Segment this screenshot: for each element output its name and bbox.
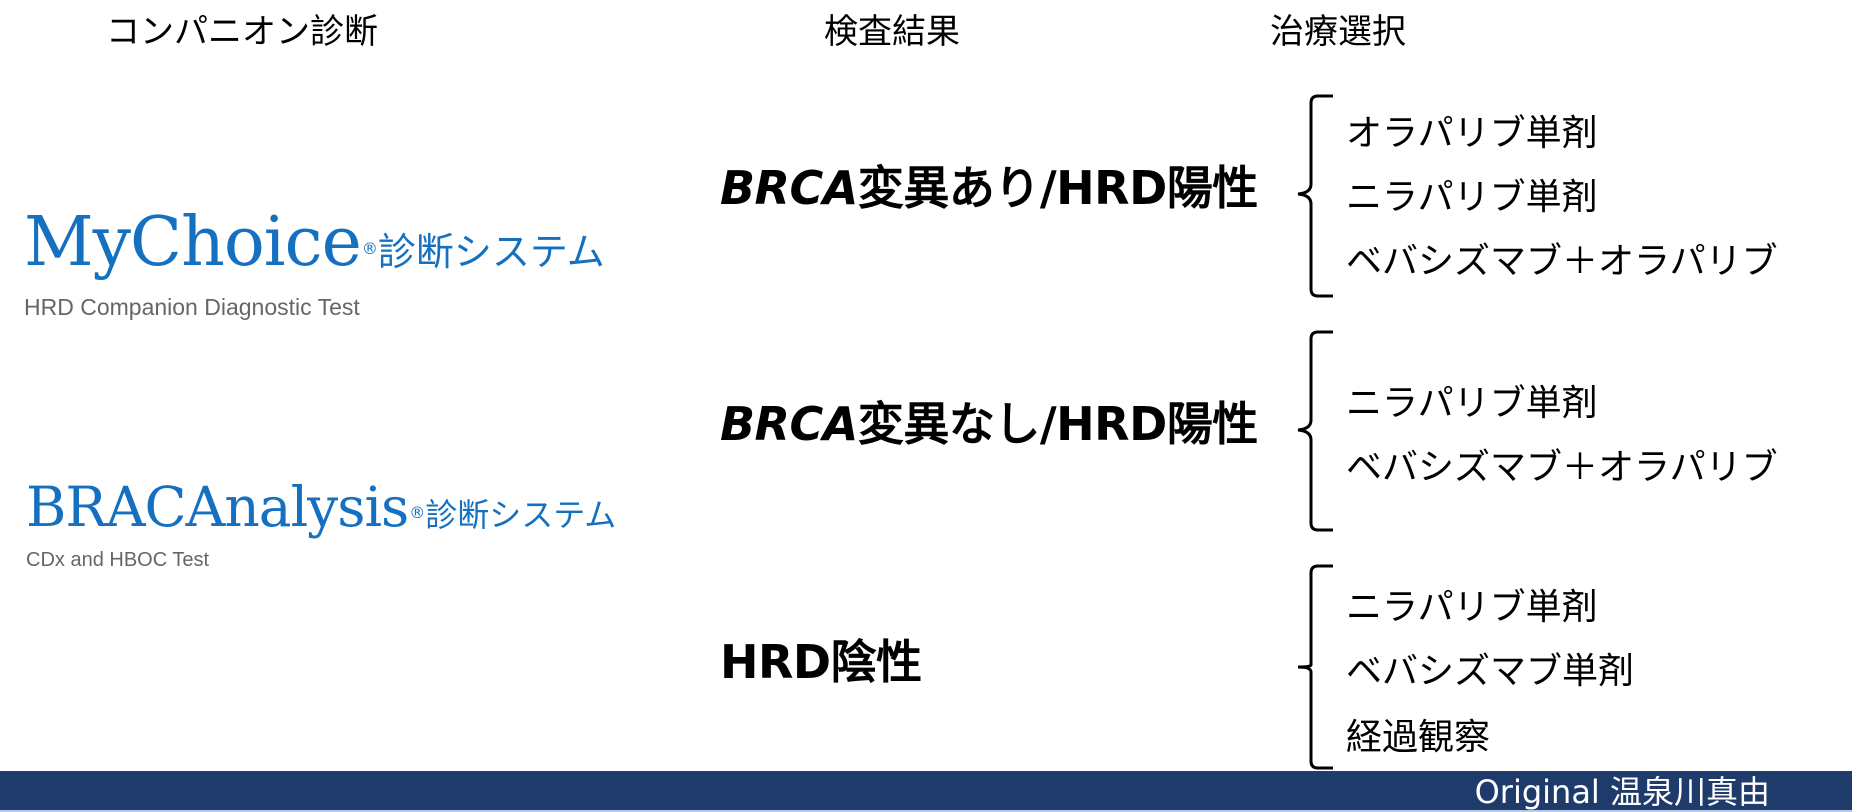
treatment-item: オラパリブ単剤: [1346, 113, 1598, 154]
footer-strip: [0, 810, 1852, 812]
treatment-item: ベバシズマブ＋オラパリブ: [1346, 447, 1778, 488]
treatment-item: 経過観察: [1346, 717, 1491, 758]
result-brca-negative-hrd-positive: BRCA変異なし/HRD陽性: [720, 396, 1258, 452]
treatment-item: ベバシズマブ＋オラパリブ: [1346, 241, 1778, 282]
footer-credit: Original 温泉川真由: [1474, 773, 1770, 811]
treatment-item: ニラパリブ単剤: [1346, 587, 1598, 628]
treatment-item: ベバシズマブ単剤: [1346, 651, 1635, 692]
brace-icon: [1297, 330, 1333, 532]
treatment-item: ニラパリブ単剤: [1346, 177, 1598, 218]
result-hrd-negative: HRD陰性: [720, 634, 922, 690]
registered-mark: ®: [361, 239, 378, 258]
bracanalysis-subtitle: CDx and HBOC Test: [26, 549, 210, 571]
mychoice-subtitle: HRD Companion Diagnostic Test: [24, 294, 360, 320]
registered-mark: ®: [409, 503, 426, 522]
treatment-item: ニラパリブ単剤: [1346, 383, 1598, 424]
result-label: 変異あり/HRD陽性: [857, 161, 1258, 215]
brace-icon: [1297, 94, 1333, 298]
mychoice-jp-suffix: 診断システム: [377, 230, 605, 274]
brca-italic: BRCA: [720, 397, 858, 451]
mychoice-logo: MyChoice®診断システム HRD Companion Diagnostic…: [24, 208, 605, 321]
header-companion-diagnostic: コンパニオン診断: [106, 12, 378, 52]
header-test-result: 検査結果: [824, 12, 960, 52]
brace-icon: [1297, 564, 1333, 770]
result-label: HRD陰性: [720, 635, 922, 689]
result-brca-positive: BRCA変異あり/HRD陽性: [720, 160, 1258, 216]
mychoice-brand: MyChoice: [24, 203, 362, 282]
bracanalysis-brand: BRACAnalysis: [26, 475, 409, 539]
bracanalysis-jp-suffix: 診断システム: [425, 496, 617, 534]
brca-italic: BRCA: [720, 161, 858, 215]
header-treatment-choice: 治療選択: [1270, 12, 1406, 52]
result-label: 変異なし/HRD陽性: [857, 397, 1258, 451]
footer-bar: Original 温泉川真由: [0, 771, 1852, 812]
bracanalysis-logo: BRACAnalysis®診断システム CDx and HBOC Test: [26, 476, 616, 572]
